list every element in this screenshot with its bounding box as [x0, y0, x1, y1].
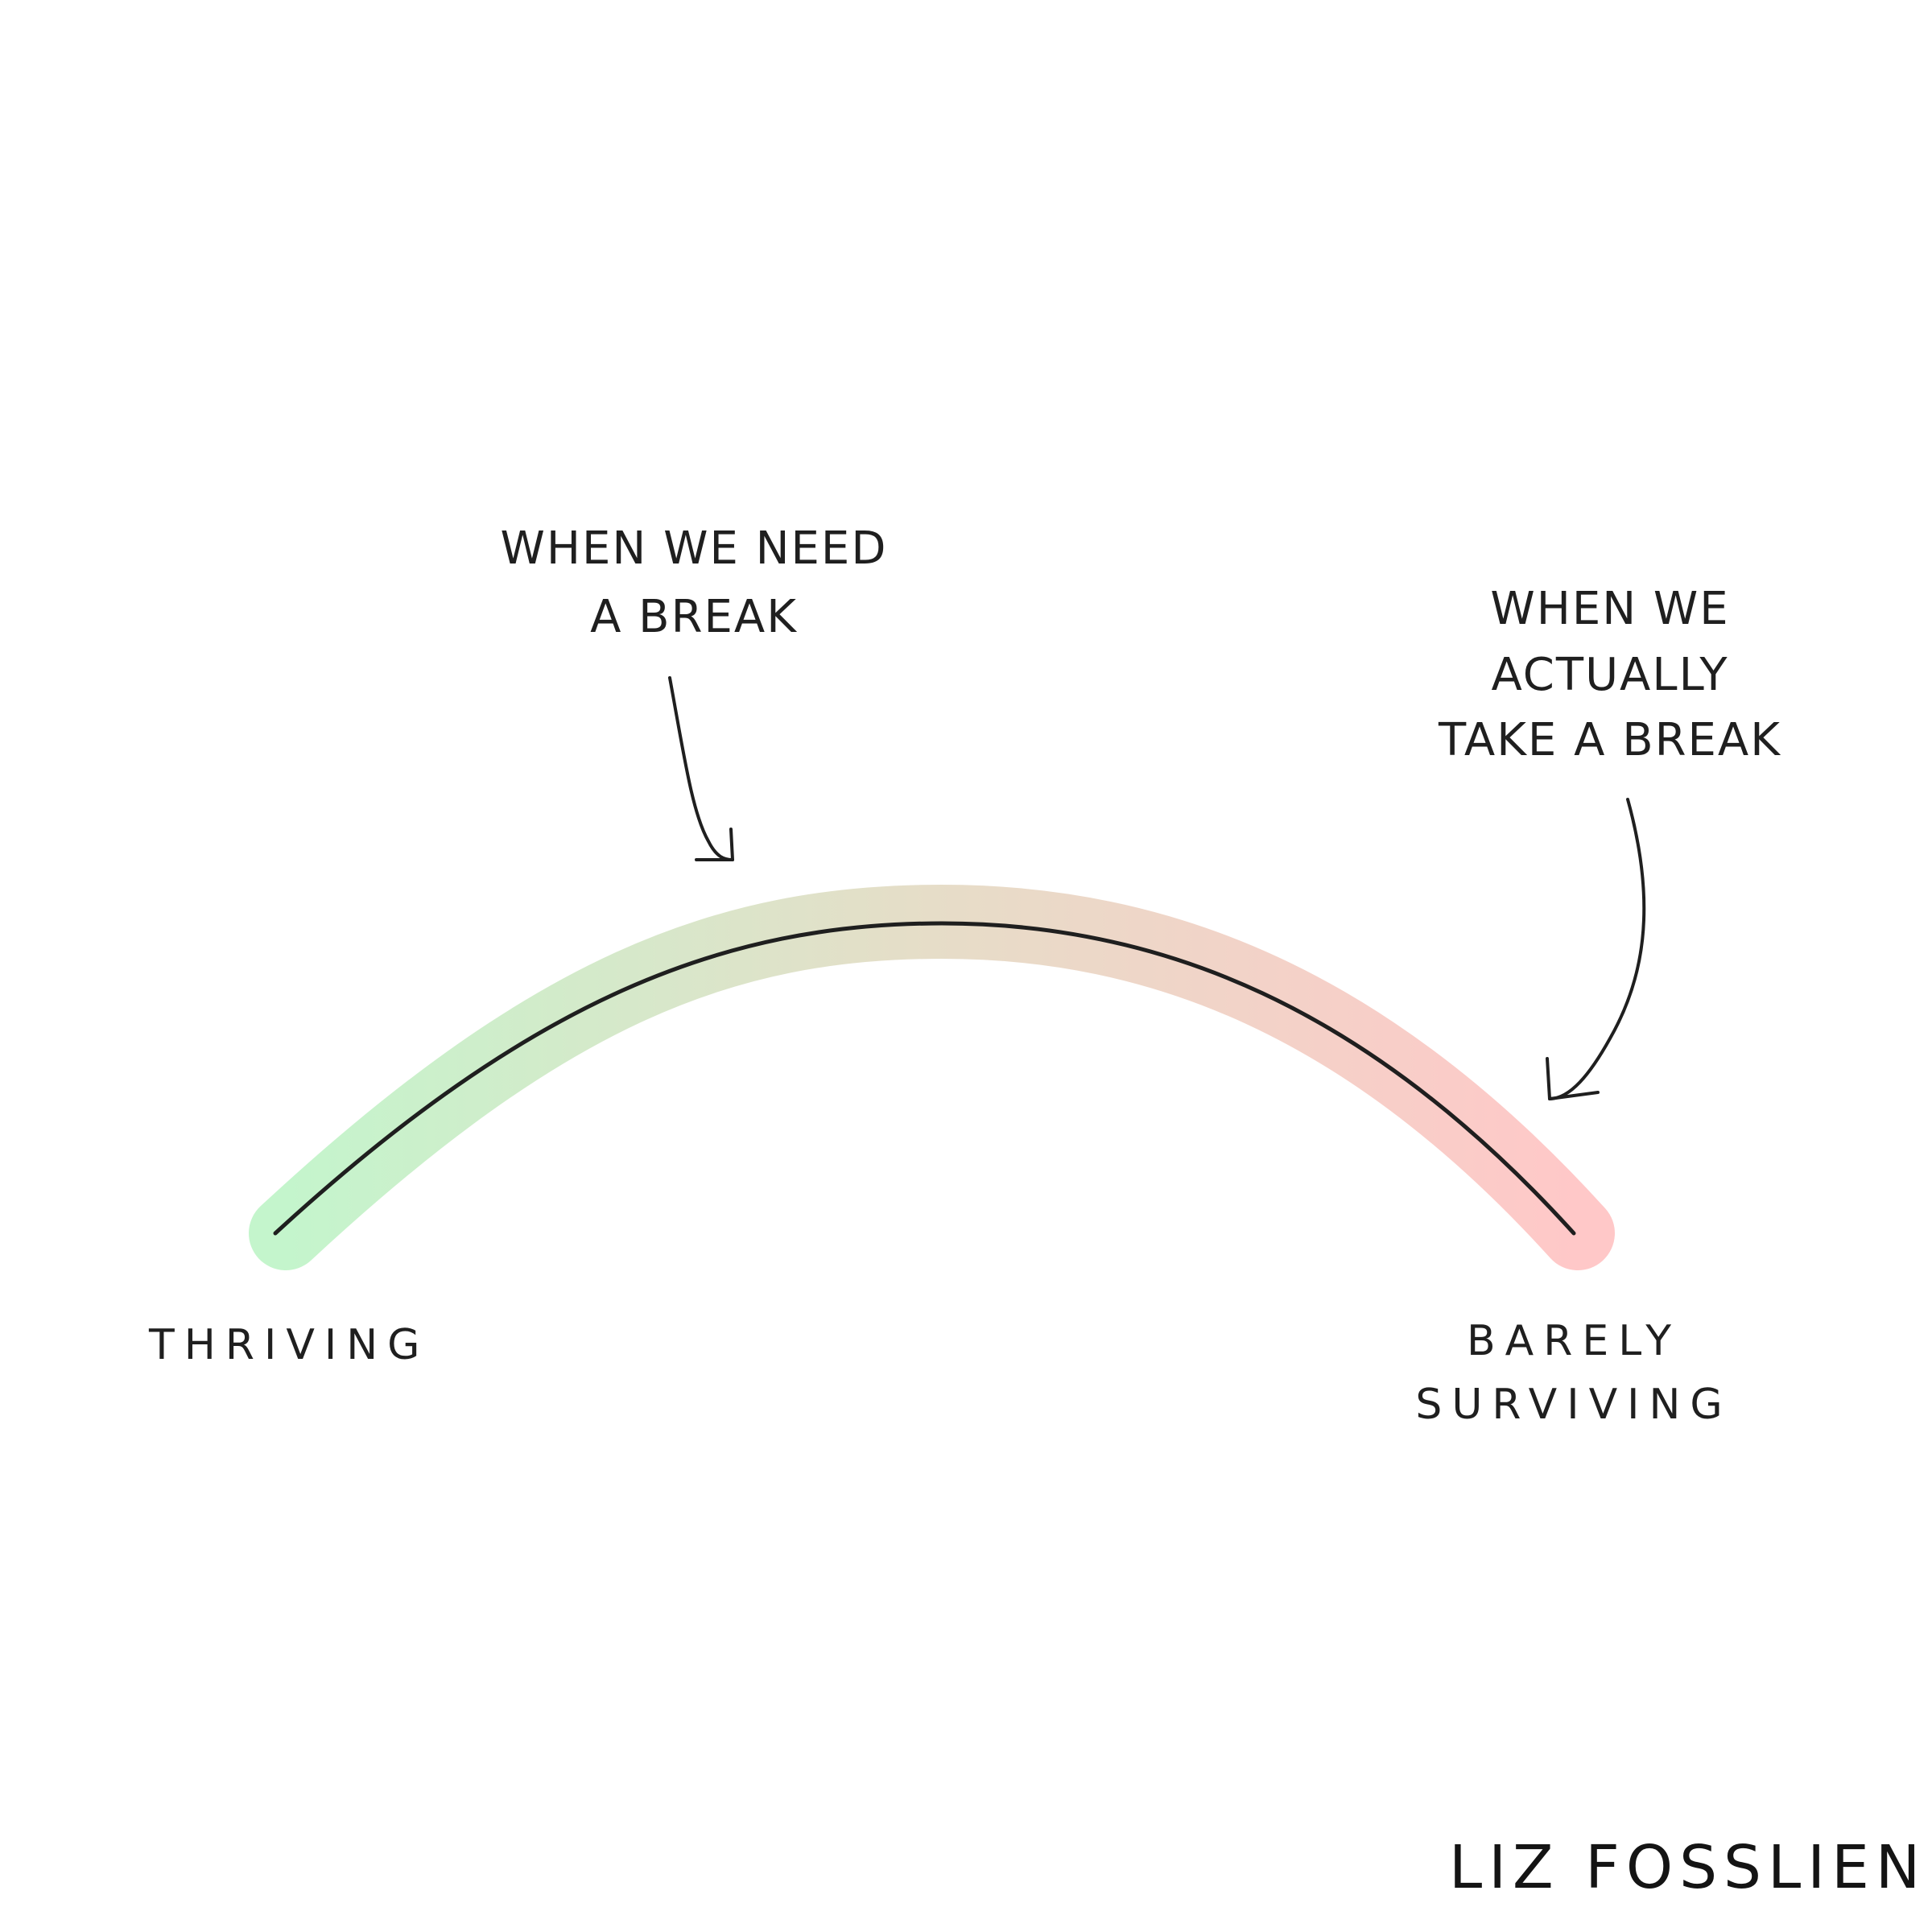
- label-surviving: SURVIVING: [1415, 1381, 1732, 1429]
- highlight-arc: [249, 884, 1615, 1270]
- label-need-break-line-2: A BREAK: [590, 591, 798, 643]
- ink-arc: [273, 921, 1576, 1236]
- curved-arrow-icon: [668, 676, 734, 861]
- label-barely: BARELY: [1467, 1317, 1681, 1365]
- label-take-break-line-3: TAKE A BREAK: [1438, 714, 1781, 766]
- label-need-break-line-1: WHEN WE NEED: [501, 522, 888, 575]
- label-take-break-line-2: ACTUALLY: [1491, 649, 1728, 701]
- arrow-need-head: [695, 828, 734, 861]
- label-take-break-line-1: WHEN WE: [1490, 583, 1729, 635]
- arrow-take-shaft: [1548, 798, 1646, 1100]
- arrow-take-head: [1546, 1057, 1600, 1100]
- arrow-need-shaft: [668, 676, 734, 861]
- signature: LIZ FOSSLIEN: [1449, 1833, 1926, 1902]
- label-thriving: THRIVING: [148, 1321, 429, 1369]
- label-barely-surviving: BARELY SURVIVING: [1415, 1317, 1732, 1429]
- label-take-break: WHEN WE ACTUALLY TAKE A BREAK: [1438, 583, 1781, 766]
- curved-arrow-icon: [1546, 798, 1646, 1100]
- label-need-break: WHEN WE NEED A BREAK: [501, 522, 888, 643]
